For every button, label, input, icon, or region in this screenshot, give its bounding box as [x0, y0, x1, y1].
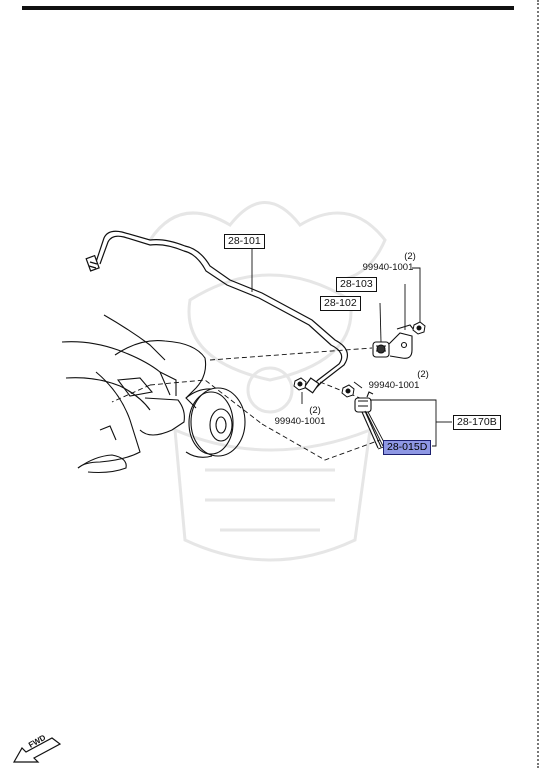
- bushing-bracket[interactable]: [372, 324, 415, 359]
- callout-28-170b[interactable]: 28-170B: [453, 415, 501, 430]
- callout-28-102[interactable]: 28-102: [320, 296, 361, 311]
- nut-link-icon: [341, 384, 355, 398]
- stabilizer-bar[interactable]: [85, 230, 349, 394]
- nut-lower-icon: [293, 377, 307, 391]
- header-rule: [22, 6, 514, 10]
- nut-lower-note: (2) 99940-1001: [266, 405, 334, 427]
- nut-top-note: (2) 99940-1001: [352, 251, 424, 273]
- nut-link-note: (2) 99940-1001: [354, 369, 434, 391]
- nut-link-part: 99940-1001: [368, 380, 420, 391]
- nut-lower-part: 99940-1001: [274, 416, 326, 427]
- fwd-arrow-icon: [12, 737, 62, 763]
- callout-28-101[interactable]: 28-101: [224, 234, 265, 249]
- nut-top-qty: (2): [404, 251, 416, 262]
- nut-link-qty: (2): [417, 369, 429, 380]
- callout-28-103[interactable]: 28-103: [336, 277, 377, 292]
- nut-icons: [293, 321, 426, 398]
- page-edge: [537, 0, 539, 768]
- nut-top-icon: [412, 321, 426, 335]
- nut-lower-qty: (2): [309, 405, 321, 416]
- stabilizer-link[interactable]: [354, 391, 382, 449]
- nut-top-part: 99940-1001: [362, 262, 414, 273]
- knuckle-hub-assembly[interactable]: [61, 314, 246, 474]
- callout-28-015d[interactable]: 28-015D: [383, 440, 432, 455]
- watermark-emblem: [148, 201, 387, 562]
- reference-lines: [111, 347, 381, 461]
